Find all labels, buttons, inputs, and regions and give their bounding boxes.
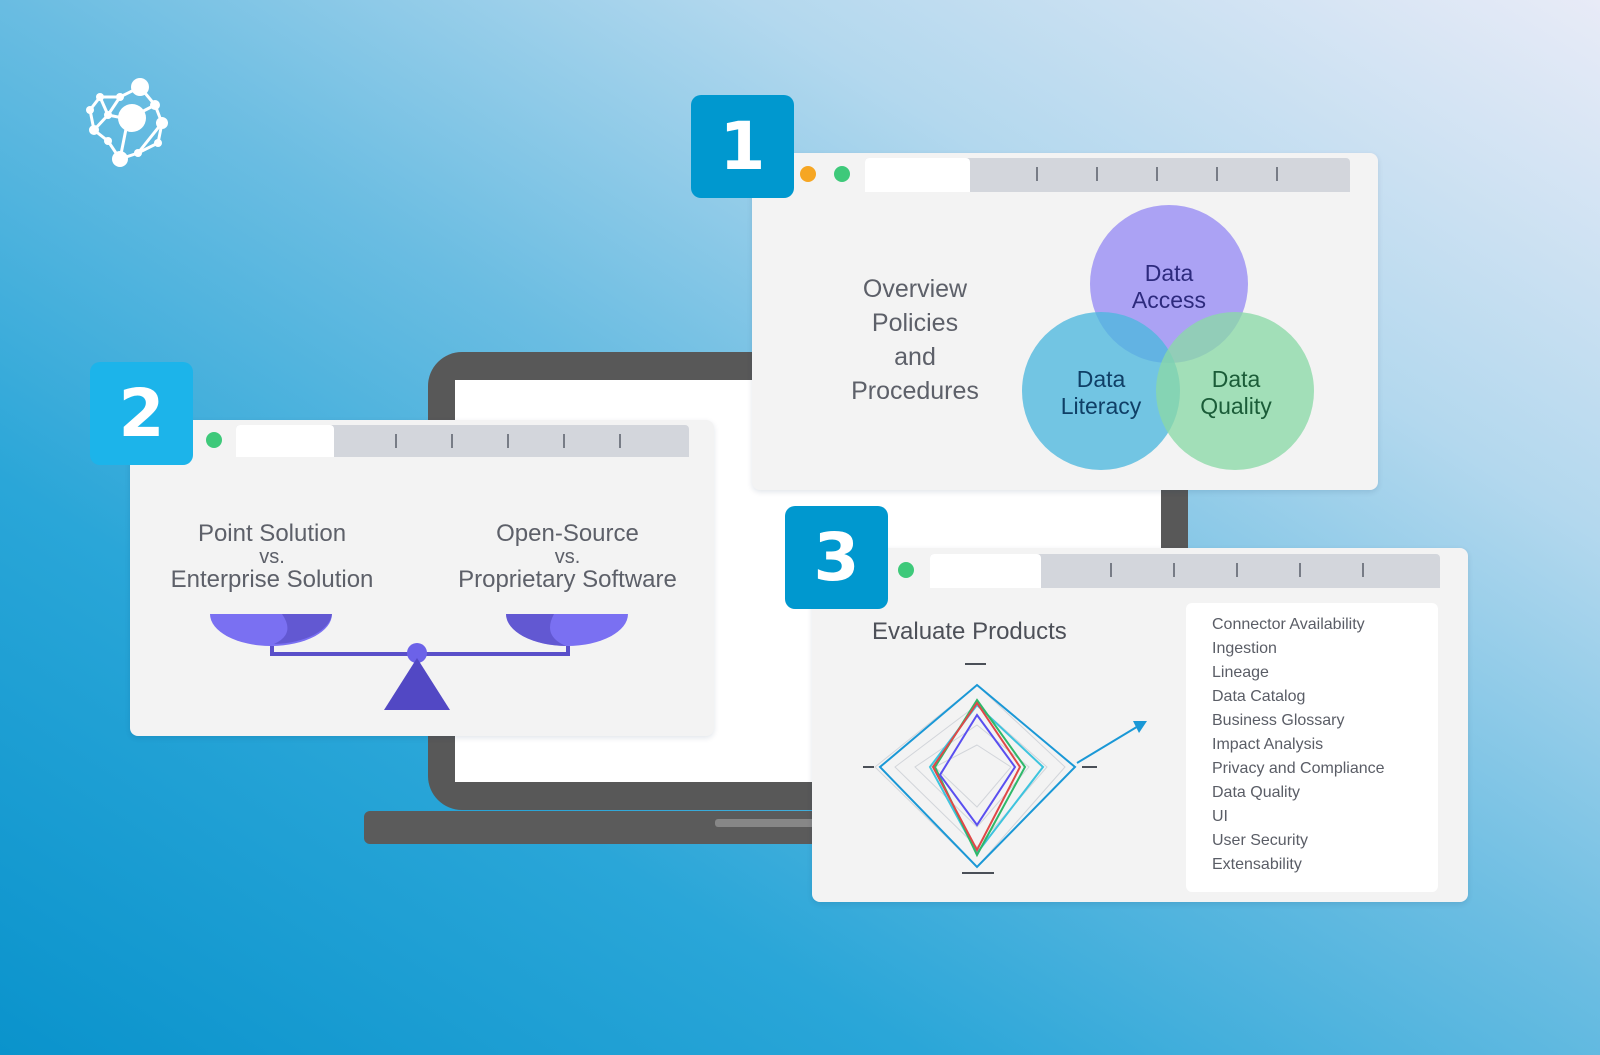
overview-line: Overview: [862, 275, 968, 303]
venn-circle-data-quality: [1156, 312, 1314, 470]
comparison-opensource-vs-proprietary: Open-Source vs. Proprietary Software: [430, 522, 705, 592]
tab-separator: [1110, 563, 1112, 577]
tab-separator: [451, 434, 453, 448]
tab-active[interactable]: [930, 554, 1041, 588]
venn-label-line: Data: [1076, 366, 1126, 392]
tab-separator: [395, 434, 397, 448]
tab-active[interactable]: [236, 425, 334, 457]
criteria-item: Business Glossary: [1212, 712, 1345, 729]
venn-label-line: Quality: [1200, 393, 1272, 419]
overview-text: Overview Policies and Procedures: [820, 272, 1010, 408]
tab-separator: [1362, 563, 1364, 577]
comparison-vs: vs.: [554, 546, 581, 568]
criteria-item: Ingestion: [1212, 640, 1277, 657]
comparison-line: Open-Source: [496, 520, 639, 547]
network-brain-logo-icon: [86, 78, 168, 167]
step-badge-2: 2: [90, 362, 193, 465]
comparison-line: Point Solution: [197, 520, 347, 547]
comparison-line: Proprietary Software: [458, 566, 677, 593]
criteria-item: Data Quality: [1212, 784, 1301, 801]
criteria-list-panel: Connector Availability Ingestion Lineage…: [1186, 603, 1438, 892]
overview-line: Policies: [871, 309, 959, 337]
criteria-item: Privacy and Compliance: [1212, 760, 1385, 777]
venn-label-line: Literacy: [1060, 393, 1142, 419]
comparison-vs: vs.: [259, 546, 285, 568]
tab-separator: [1276, 167, 1278, 181]
tab-separator: [619, 434, 621, 448]
window-green-dot[interactable]: [898, 562, 914, 578]
window-orange-dot[interactable]: [800, 166, 816, 182]
laptop-touchpad-slot: [715, 819, 865, 827]
comparison-point-vs-enterprise: Point Solution vs. Enterprise Solution: [152, 522, 392, 592]
venn-label-data-quality: Data Quality: [1176, 366, 1296, 420]
criteria-item: Data Catalog: [1212, 688, 1306, 705]
step-badge-1: 1: [691, 95, 794, 198]
evaluate-products-title: Evaluate Products: [872, 618, 1067, 645]
venn-circle-data-literacy: [1022, 312, 1180, 470]
tab-separator: [507, 434, 509, 448]
tab-separator: [1216, 167, 1218, 181]
criteria-item: Extensability: [1212, 856, 1302, 873]
comparison-line: Enterprise Solution: [170, 566, 374, 593]
tab-active[interactable]: [865, 158, 970, 192]
tab-separator: [1299, 563, 1301, 577]
overview-line: Procedures: [851, 377, 979, 405]
tab-separator: [1236, 563, 1238, 577]
window-green-dot[interactable]: [834, 166, 850, 182]
criteria-item: Impact Analysis: [1212, 736, 1324, 753]
tab-separator: [1096, 167, 1098, 181]
venn-label-line: Data: [1211, 366, 1261, 392]
criteria-item: Lineage: [1212, 664, 1269, 681]
overview-line: and: [894, 343, 936, 371]
venn-label-line: Access: [1131, 287, 1207, 313]
window-green-dot[interactable]: [206, 432, 222, 448]
criteria-item: User Security: [1212, 832, 1309, 849]
venn-label-data-literacy: Data Literacy: [1041, 366, 1161, 420]
balance-scale-icon: [210, 614, 628, 710]
venn-label-data-access: Data Access: [1109, 260, 1229, 314]
criteria-item: Connector Availability: [1212, 616, 1365, 633]
tab-separator: [1036, 167, 1038, 181]
step-badge-3: 3: [785, 506, 888, 609]
venn-label-line: Data: [1144, 260, 1194, 286]
tab-separator: [1156, 167, 1158, 181]
radar-chart-illustration: [863, 663, 1147, 874]
criteria-item: UI: [1212, 808, 1228, 825]
venn-diagram: [1022, 205, 1314, 470]
tab-separator: [1173, 563, 1175, 577]
tab-separator: [563, 434, 565, 448]
